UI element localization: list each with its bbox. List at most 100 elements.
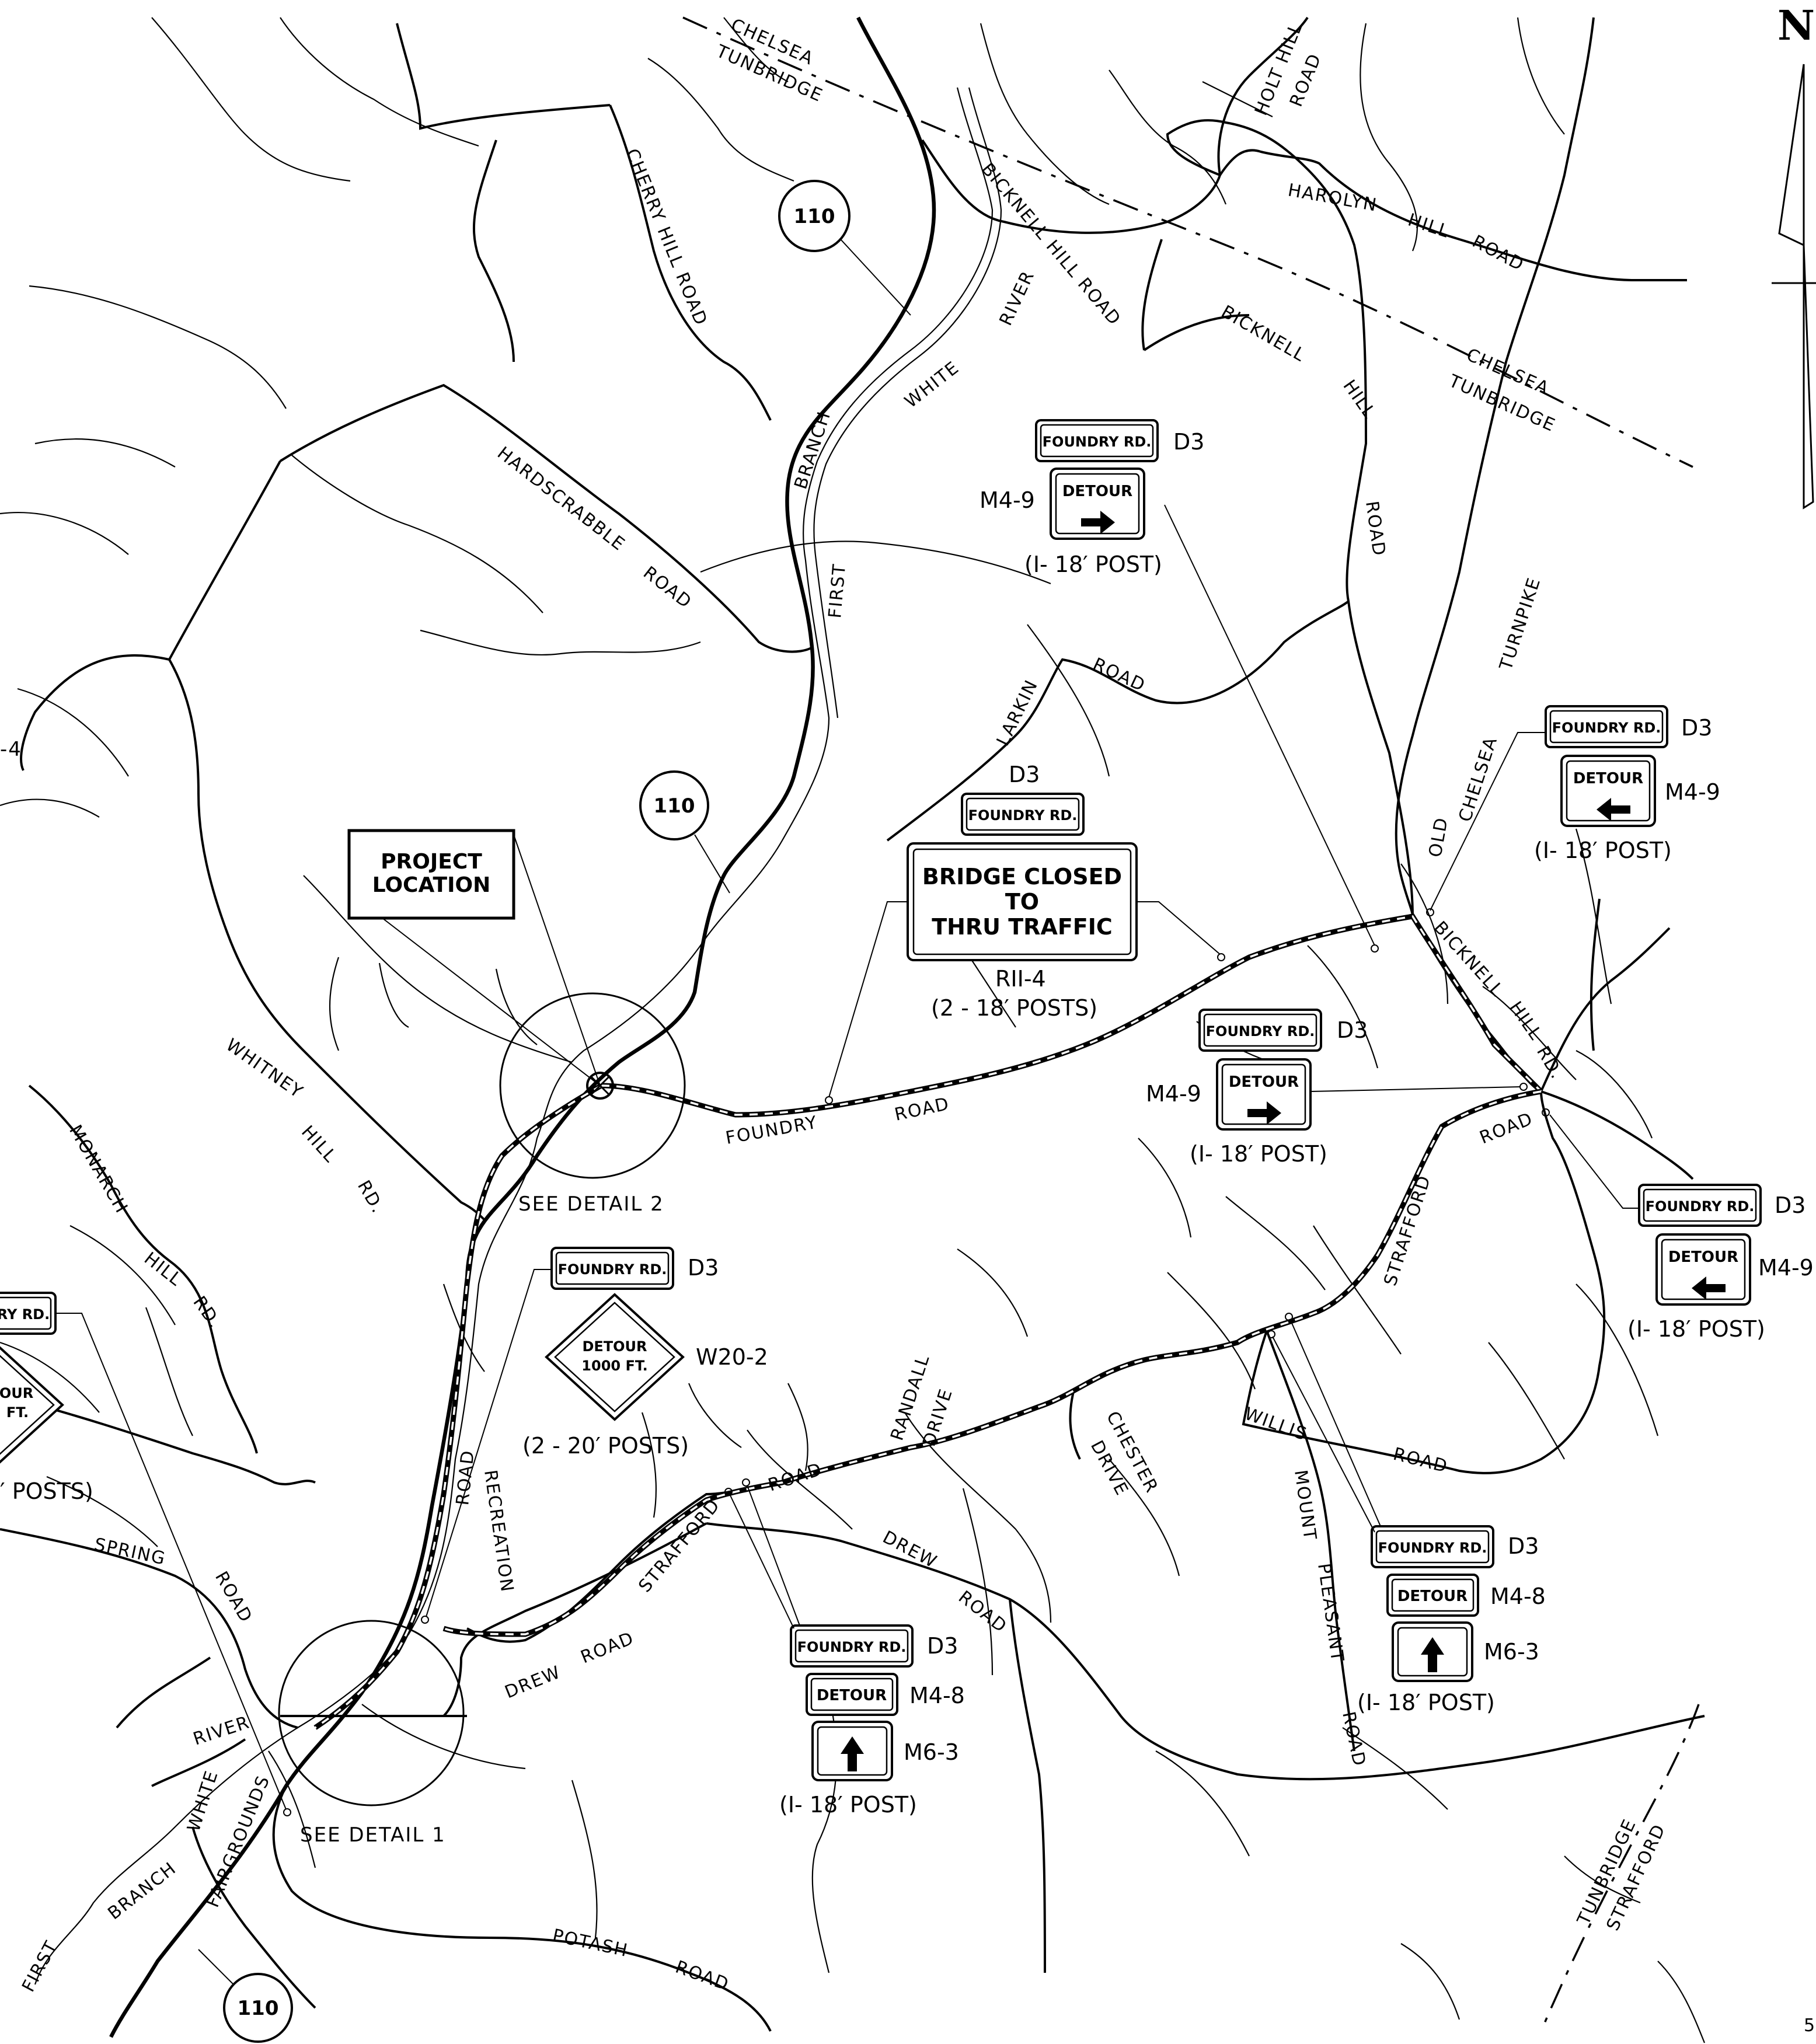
label-river-low: RIVER: [191, 1712, 253, 1749]
label-monarch: MONARCH: [65, 1122, 132, 1218]
bridge-closed-line2: TO: [1005, 889, 1039, 915]
label-bicknell: BICKNELL: [1218, 302, 1309, 367]
label-spring: SPRING: [92, 1534, 168, 1569]
sign-group-c: FOUNDRY RD. D3 DETOUR M4-9 (I- 18′ POST): [1146, 1009, 1528, 1167]
north-label: N: [1777, 1, 1815, 50]
label-whitney-rd: RD.: [353, 1177, 388, 1218]
sign-code-d3: D3: [1508, 1533, 1539, 1559]
sign-code-d3: D3: [927, 1633, 958, 1659]
sign-code-m6-3: M6-3: [904, 1739, 959, 1765]
sign-code-m4-9: M4-9: [1665, 779, 1720, 805]
label-old: OLD: [1425, 815, 1452, 859]
sign-code-d3: D3: [1775, 1192, 1805, 1218]
label-potash-road: ROAD: [672, 1957, 732, 1996]
detour-1000-line1: DETOUR: [582, 1338, 647, 1355]
sign-group-bridge-closed: D3 FOUNDRY RD. BRIDGE CLOSED TO THRU TRA…: [825, 762, 1225, 1104]
post-spec: (2 - 20′ POSTS): [522, 1433, 689, 1459]
route-shield-110-mid: 110: [639, 770, 730, 894]
sign-group-i: FOUNDRY RD. D3 DETOUR M4-8 M6-3 (I- 18′ …: [1267, 1313, 1546, 1715]
foundry-rd-plaque-cut: RY RD.: [0, 1306, 50, 1323]
label-drew-2-road: ROAD: [578, 1628, 637, 1668]
sign-group-h: FOUNDRY RD. D3 DETOUR M4-8 M6-3 (I- 18′ …: [724, 1478, 965, 1818]
foundry-rd-plaque: FOUNDRY RD.: [1043, 434, 1152, 450]
label-harolyn-road: ROAD: [1469, 231, 1528, 275]
detour-route: [313, 913, 1543, 1730]
label-harolyn: HAROLYN: [1287, 180, 1379, 215]
label-branch-low: BRANCH: [104, 1858, 180, 1924]
see-detail-2: SEE DETAIL 2: [518, 1192, 664, 1216]
label-willis-road: ROAD: [1391, 1444, 1450, 1477]
sign-code-m4-9: M4-9: [1758, 1255, 1814, 1281]
sign-code-m4-9: M4-9: [1146, 1081, 1201, 1107]
sign-code-d3: D3: [688, 1255, 719, 1281]
detour-sign-label: DETOUR: [1229, 1073, 1299, 1091]
label-pleasant: PLEASANT: [1313, 1562, 1347, 1663]
sign-code-m4-9: M4-9: [980, 487, 1035, 513]
label-foundry-road: ROAD: [893, 1094, 951, 1125]
arrow-up-icon: [1421, 1637, 1444, 1672]
detour-sign-label: DETOUR: [817, 1687, 887, 1704]
sign-code-d3: D3: [1173, 429, 1204, 455]
project-location-line2: LOCATION: [372, 873, 490, 897]
label-first-low: FIRST: [18, 1937, 62, 1996]
label-drew-road: ROAD: [954, 1587, 1011, 1637]
sign-group-a: FOUNDRY RD. D3 DETOUR M4-9 (I- 18′ POST): [980, 419, 1379, 953]
arrow-left-icon: [1692, 1276, 1726, 1300]
bridge-closed-line1: BRIDGE CLOSED: [922, 864, 1122, 890]
sign-code-m4-8: M4-8: [909, 1683, 965, 1708]
sign-code-d3: D3: [1337, 1017, 1368, 1043]
roads: [0, 16, 1705, 2038]
label-drew-2: DREW: [502, 1662, 564, 1703]
label-first: FIRST: [825, 563, 850, 619]
label-recreation: RECREATION: [480, 1469, 517, 1594]
label-left-edge: -4: [0, 738, 22, 761]
label-bicknell-hill-road-top: BICKNELL HILL ROAD: [977, 159, 1125, 330]
label-larkin-road: ROAD: [1090, 654, 1149, 696]
label-pleasant-road: ROAD: [1338, 1710, 1369, 1769]
route-110-label: 110: [794, 205, 835, 228]
detour-sign-label: DETOUR: [1062, 483, 1132, 500]
foundry-rd-plaque: FOUNDRY RD.: [1206, 1023, 1315, 1040]
label-drew: DREW: [879, 1527, 940, 1572]
label-white: WHITE: [901, 357, 963, 412]
arrow-left-icon: [1597, 798, 1630, 821]
sign-code-d3: D3: [1681, 715, 1712, 741]
label-whitney-hill: HILL: [297, 1122, 341, 1167]
route-110-label: 110: [654, 794, 695, 818]
label-spring-road: ROAD: [211, 1568, 256, 1627]
road-labels: CHERRY HILL ROAD HOLT HILL ROAD HAROLYN …: [0, 19, 1567, 1996]
project-location-line1: PROJECT: [381, 850, 482, 874]
sign-code-d3: D3: [1009, 762, 1040, 787]
label-monarch-rd: RD.: [189, 1293, 225, 1333]
sign-code-w20-2: W20-2: [696, 1344, 768, 1370]
foundry-rd-plaque: FOUNDRY RD.: [1378, 1540, 1487, 1556]
label-strafford-south-road: ROAD: [766, 1459, 825, 1496]
project-location: PROJECT LOCATION: [347, 829, 614, 1100]
sign-group-f: FOUNDRY RD. D3 DETOUR 1000 FT. W20-2 (2 …: [421, 1247, 768, 1624]
foundry-rd-plaque: FOUNDRY RD.: [797, 1639, 907, 1655]
detour-1000-line2: 1000 FT.: [581, 1358, 647, 1374]
label-river: RIVER: [996, 267, 1039, 329]
detour-cut-line1: OUR: [0, 1385, 33, 1401]
sign-code-m6-3: M6-3: [1484, 1639, 1539, 1665]
post-spec: (I- 18′ POST): [1357, 1690, 1495, 1715]
detour-sign-label: DETOUR: [1573, 770, 1643, 787]
label-harolyn-hill: HILL: [1406, 210, 1452, 242]
route-shield-110-top: 110: [778, 180, 911, 316]
label-bicknell-road: ROAD: [1361, 500, 1389, 558]
see-detail-1: SEE DETAIL 1: [300, 1823, 446, 1847]
town-lines: [682, 16, 1700, 2032]
post-spec: (I- 18′ POST): [1534, 838, 1672, 863]
detour-sign-label: DETOUR: [1668, 1248, 1738, 1266]
post-spec-cut: ′ POSTS): [0, 1478, 93, 1504]
label-larkin: LARKIN: [993, 676, 1043, 749]
route-110-label: 110: [238, 1997, 279, 2020]
post-spec: (I- 18′ POST): [1024, 552, 1162, 577]
post-spec: (I- 18′ POST): [779, 1792, 917, 1818]
sign-code-m4-8: M4-8: [1490, 1583, 1546, 1609]
streams: [0, 17, 1706, 2043]
arrow-right-icon: [1247, 1101, 1281, 1125]
label-turnpike: TURNPIKE: [1496, 575, 1545, 674]
label-white-low: WHITE: [183, 1768, 222, 1834]
